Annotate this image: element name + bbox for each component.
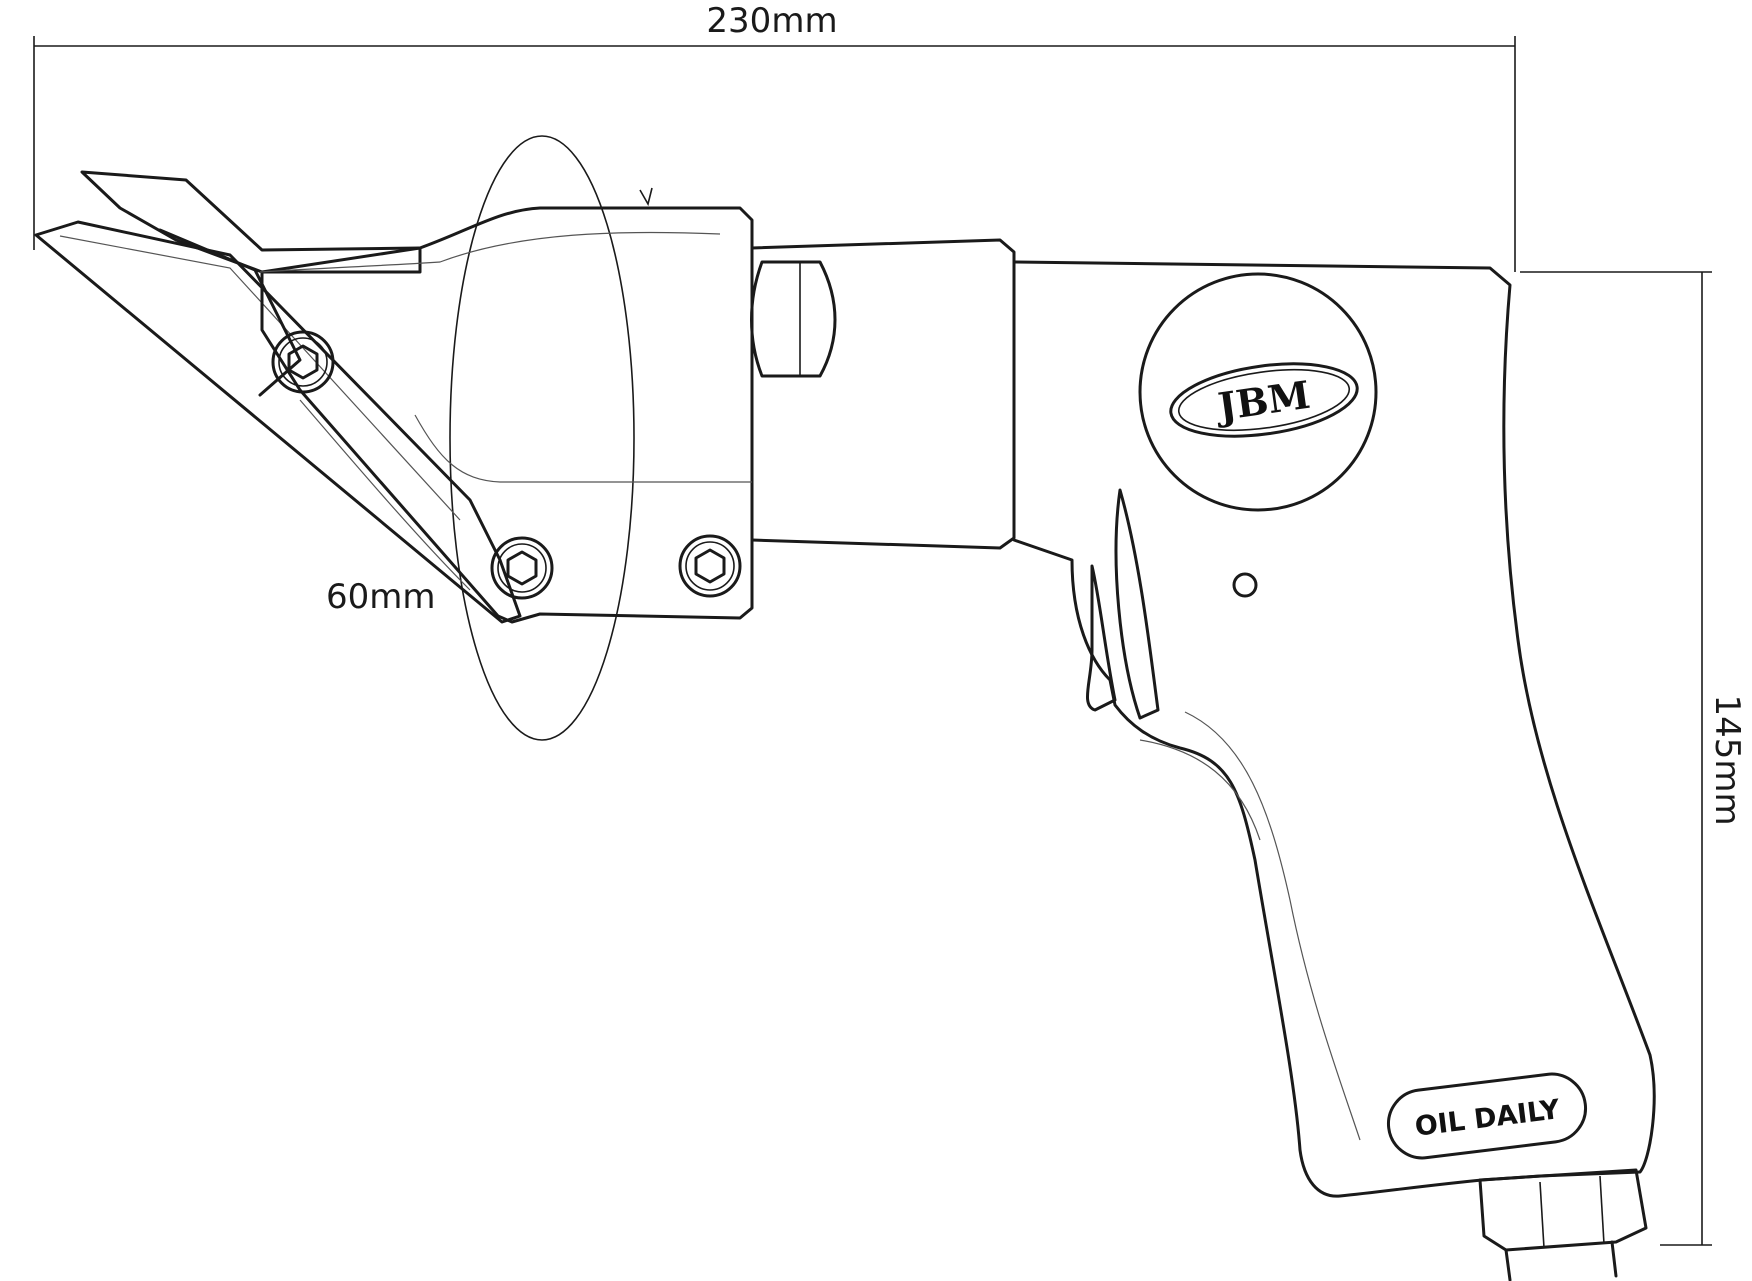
air-inlet [1478,1168,1648,1281]
cutting-head [259,206,754,624]
blade-width-label: 60mm [326,577,436,617]
brand-logo-text: JBM [1212,372,1313,430]
length-dimension: 230mm [33,1,1516,272]
height-label: 145mm [1707,694,1747,825]
hex-bolt-icon [678,534,742,598]
oil-daily-badge: OIL DAILY [1386,1072,1588,1160]
length-label: 230mm [706,1,837,41]
housing [1012,260,1656,1198]
rotation-arrow-icon [639,187,653,207]
brand-logo: JBM [1138,272,1378,512]
oil-daily-text: OIL DAILY [1413,1094,1562,1143]
cutting-blades [34,170,522,624]
hex-bolt-icon [490,536,554,600]
rotation-indicator [449,135,653,741]
hex-bolt-icon [271,330,335,394]
height-dimension: 145mm [1520,271,1747,1246]
neck [750,238,1016,550]
